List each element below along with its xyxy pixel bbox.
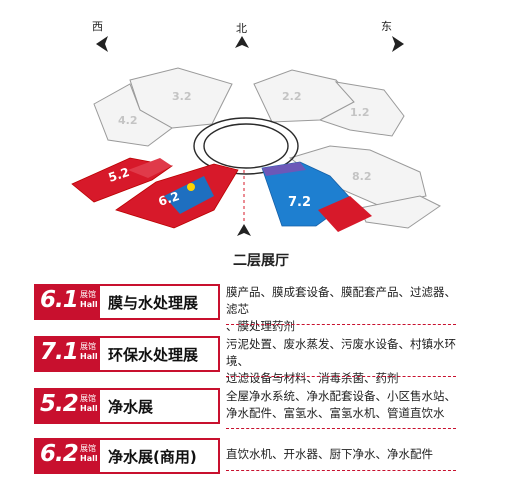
hall-number: 7.1 xyxy=(40,339,79,365)
dashed-divider xyxy=(226,376,456,377)
hall-description-line: 污泥处置、废水蒸发、污废水设备、村镇水环境、 xyxy=(226,337,456,368)
hall-name: 膜与水处理展 xyxy=(108,294,199,312)
hall-red-small xyxy=(128,158,172,178)
hall-word-zh: 展馆 xyxy=(80,444,96,453)
hall-number: 6.1 xyxy=(40,287,79,313)
hall-badge: 7.1 展馆 Hall xyxy=(36,338,100,370)
hall-badge: 6.1 展馆 Hall xyxy=(36,286,100,318)
hall-description-line: 净水配件、富氢水、富氢水机、管道直饮水 xyxy=(226,406,445,420)
hall-word-zh: 展馆 xyxy=(80,342,96,351)
floor-title: 二层展厅 xyxy=(233,253,289,269)
hall-description-line: 、膜处理药剂 xyxy=(226,319,295,333)
hall-5-2-label: 5.2 xyxy=(107,165,132,185)
hall-8-2-label: 8.2 xyxy=(352,170,372,183)
hall-word-zh: 展馆 xyxy=(80,394,96,403)
hall-word-en: Hall xyxy=(80,300,98,309)
hall-label-box: 6.2 展馆 Hall 净水展(商用) xyxy=(34,438,220,474)
hall-2-2-label: 2.2 xyxy=(282,90,302,103)
hall-description: 膜产品、膜成套设备、膜配套产品、过滤器、滤芯 、膜处理药剂 xyxy=(226,284,462,335)
hall-description: 全屋净水系统、净水配套设备、小区售水站、 净水配件、富氢水、富氢水机、管道直饮水 xyxy=(226,388,462,422)
hall-3-2-label: 3.2 xyxy=(172,90,192,103)
hall-description: 直饮水机、开水器、厨下净水、净水配件 xyxy=(226,446,462,463)
hall-label-box: 7.1 展馆 Hall 环保水处理展 xyxy=(34,336,220,372)
hall-badge: 5.2 展馆 Hall xyxy=(36,390,100,422)
hall-number: 6.2 xyxy=(40,441,79,467)
hall-label-box: 5.2 展馆 Hall 净水展 xyxy=(34,388,220,424)
arrow-up-icon xyxy=(237,224,251,236)
hall-7-2-top-band xyxy=(262,162,306,176)
arrow-north-icon xyxy=(235,36,249,48)
hall-description: 污泥处置、废水蒸发、污废水设备、村镇水环境、 过滤设备与材料、消毒杀菌、药剂 xyxy=(226,336,462,387)
hall-description-line: 过滤设备与材料、消毒杀菌、药剂 xyxy=(226,371,399,385)
hall-4-2-label: 4.2 xyxy=(118,114,138,127)
hall-1-2 xyxy=(318,81,405,137)
hall-1-2-label: 1.2 xyxy=(350,106,370,119)
compass-north-label: 北 xyxy=(236,22,247,35)
hall-word-zh: 展馆 xyxy=(80,290,96,299)
hall-6-2-blue-zone xyxy=(164,176,214,214)
dashed-divider xyxy=(226,428,456,429)
outer-ring-south xyxy=(359,195,441,229)
arrow-west-icon xyxy=(96,36,108,52)
location-pin-icon xyxy=(187,183,195,191)
hall-label-box: 6.1 展馆 Hall 膜与水处理展 xyxy=(34,284,220,320)
compass-west-label: 西 xyxy=(92,20,103,33)
arrow-east-icon xyxy=(392,36,404,52)
hall-word-en: Hall xyxy=(80,454,98,463)
dashed-divider xyxy=(226,470,456,471)
hall-description-line: 膜产品、膜成套设备、膜配套产品、过滤器、滤芯 xyxy=(226,285,456,316)
hall-name: 净水展 xyxy=(108,398,154,416)
hall-description-line: 直饮水机、开水器、厨下净水、净水配件 xyxy=(226,447,433,461)
floor-map: 西 北 东 3.2 4.2 2.2 1.2 8.2 5.2 6.2 7.2 xyxy=(71,20,441,236)
hall-description-line: 全屋净水系统、净水配套设备、小区售水站、 xyxy=(226,389,456,403)
hall-word-en: Hall xyxy=(80,352,98,361)
hall-number: 5.2 xyxy=(40,391,79,417)
dashed-divider xyxy=(226,324,456,325)
hall-7-2-red-zone xyxy=(318,196,372,232)
hall-name: 净水展(商用) xyxy=(108,448,197,466)
compass-east-label: 东 xyxy=(381,20,392,33)
hall-7-2-label: 7.2 xyxy=(288,195,311,210)
hall-name: 环保水处理展 xyxy=(108,346,199,364)
hall-6-2-label: 6.2 xyxy=(157,189,182,209)
hall-word-en: Hall xyxy=(80,404,98,413)
hall-badge: 6.2 展馆 Hall xyxy=(36,440,100,472)
hall-4-2 xyxy=(93,83,173,147)
